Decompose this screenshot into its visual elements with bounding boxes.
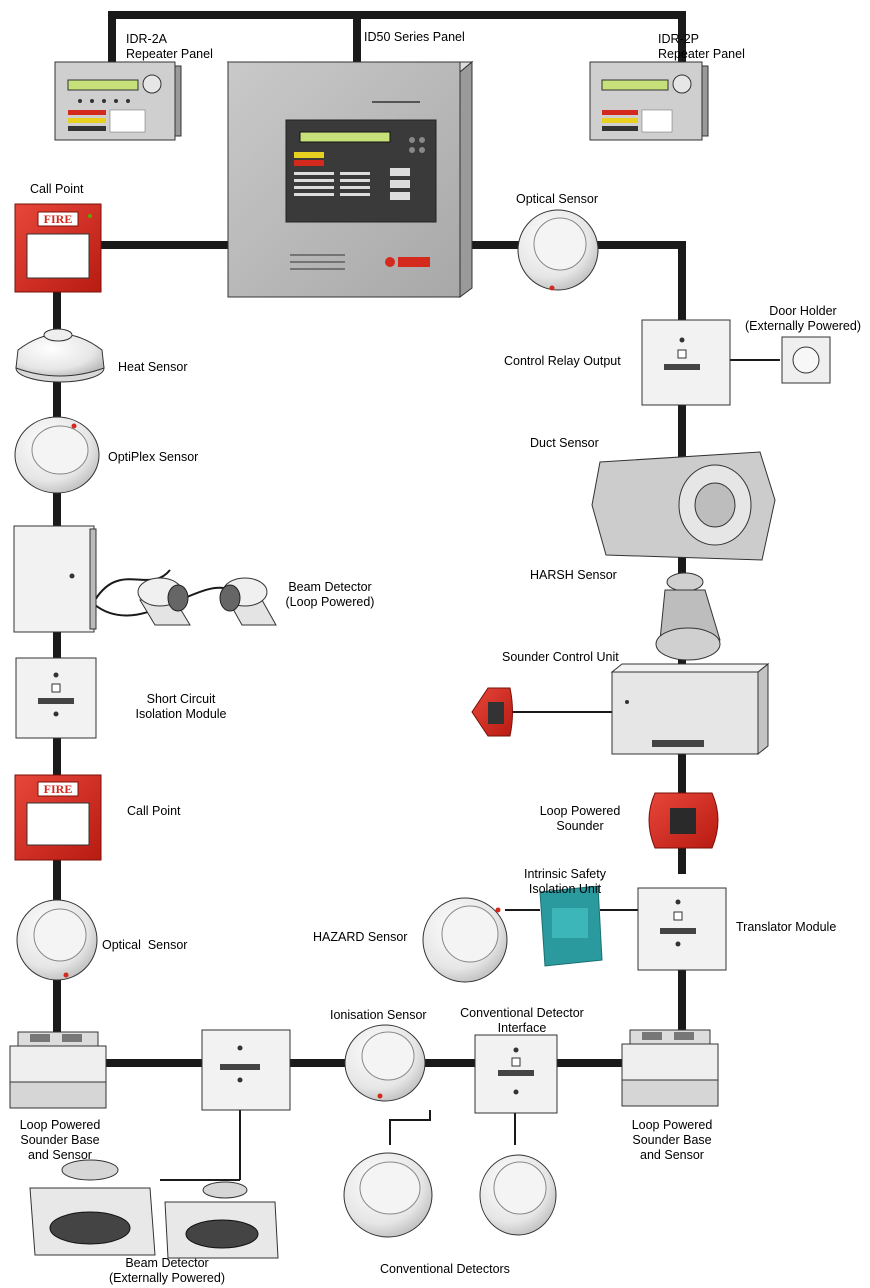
duct-sensor [591,451,776,561]
short-circuit-isolation-module [15,657,97,739]
external-sounder [471,687,513,737]
label-beam-detector-external: Beam Detector (Externally Powered) [108,1256,225,1285]
call-point-bottom-fire-text: FIRE [44,782,73,796]
id50-panel [226,60,474,298]
heat-sensor [15,328,105,383]
label-optical-sensor-bottom: Optical Sensor [102,938,188,952]
label-idr-2p: IDR-2P Repeater Panel [658,32,745,61]
loop-powered-sounder [648,792,719,849]
door-holder [781,336,831,384]
conventional-detector-interface [474,1034,558,1114]
label-optical-sensor-top: Optical Sensor [516,192,598,206]
harsh-sensor [655,572,721,661]
label-loop-sounder-base-left: Loop Powered Sounder Base and Sensor [19,1118,101,1162]
label-intrinsic-safety: Intrinsic Safety Isolation Unit [524,867,606,896]
control-relay-output [641,319,731,406]
repeater-panel-idr-2a [54,61,182,141]
label-loop-sounder-base-right: Loop Powered Sounder Base and Sensor [631,1118,713,1162]
label-call-point-bottom: Call Point [127,804,181,818]
label-ionisation-sensor: Ionisation Sensor [330,1008,427,1022]
conventional-detectors [343,1152,557,1238]
optiplex-sensor [14,416,100,494]
translator-module [637,887,727,971]
call-point-fire-text: FIRE [44,212,73,226]
label-translator-module: Translator Module [736,920,837,934]
loop-sounder-base-left [9,1031,107,1109]
label-id50-panel: ID50 Series Panel [364,30,465,44]
label-control-relay-output: Control Relay Output [504,354,621,368]
call-point-top: FIRE [14,203,102,293]
label-idr-2a: IDR-2A Repeater Panel [126,32,213,61]
label-harsh-sensor: HARSH Sensor [530,568,617,582]
beam-detector-external [29,1159,279,1259]
ionisation-sensor [344,1024,426,1102]
label-heat-sensor: Heat Sensor [118,360,188,374]
label-duct-sensor: Duct Sensor [530,436,599,450]
label-beam-detector-loop: Beam Detector (Loop Powered) [285,580,375,609]
label-conventional-detectors: Conventional Detectors [380,1262,510,1276]
beam-detector-loop-powered [13,525,277,633]
hazard-sensor [422,897,508,983]
label-loop-powered-sounder: Loop Powered Sounder [539,804,621,833]
intrinsic-safety-isolation-unit [539,885,603,967]
label-hazard-sensor: HAZARD Sensor [313,930,408,944]
label-door-holder: Door Holder (Externally Powered) [744,304,861,333]
label-conventional-interface: Conventional Detector Interface [460,1006,584,1035]
sounder-control-unit [610,662,770,756]
label-short-circuit-isolation: Short Circuit Isolation Module [135,692,227,721]
optical-sensor-top [517,209,599,291]
spur-wiring [94,359,780,1181]
loop-sounder-base-right [621,1029,719,1107]
label-call-point-top: Call Point [30,182,84,196]
optical-sensor-left [16,899,98,981]
repeater-panel-idr-2p [589,61,709,141]
module-bottom-left [201,1029,291,1111]
call-point-bottom: FIRE [14,774,102,861]
label-sounder-control-unit: Sounder Control Unit [502,650,619,664]
label-optiplex-sensor: OptiPlex Sensor [108,450,199,464]
